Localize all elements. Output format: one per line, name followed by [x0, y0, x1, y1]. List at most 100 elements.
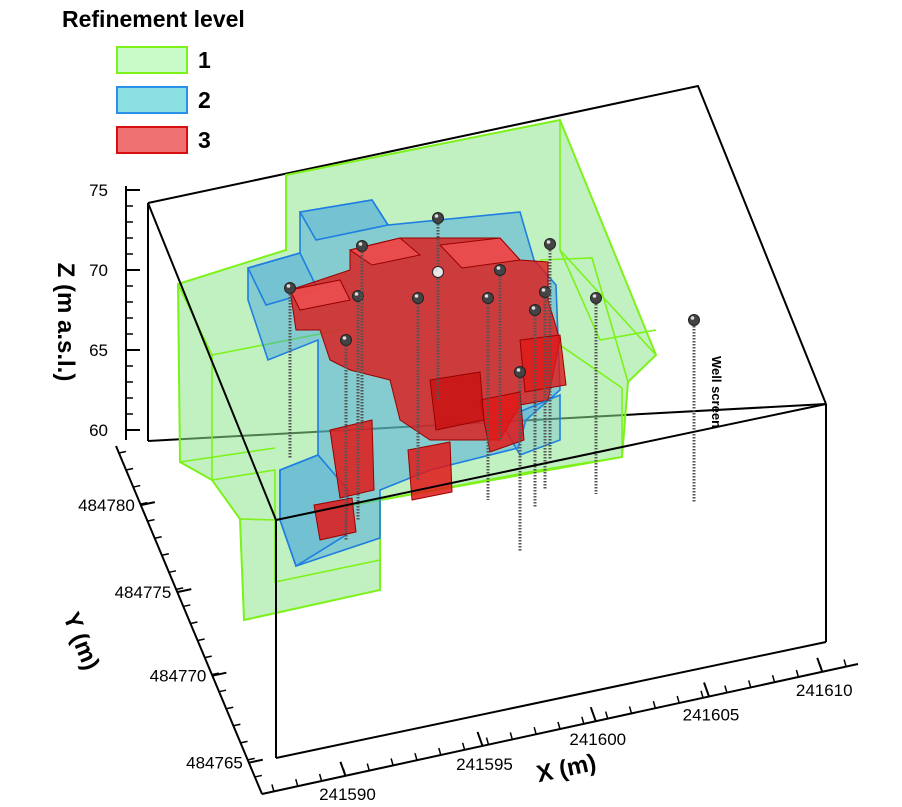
x-axis-title: X (m) — [534, 749, 598, 788]
legend-title: Refinement level — [62, 6, 245, 32]
x-tick-label: 241600 — [569, 730, 626, 749]
level3-cell — [429, 371, 485, 431]
y-minor-tick — [133, 484, 141, 488]
well-head-highlight — [546, 240, 551, 244]
y-major-tick — [212, 671, 227, 677]
y-minor-tick — [211, 672, 220, 676]
x-tick-label: 241610 — [796, 681, 853, 700]
y-minor-tick — [140, 501, 148, 505]
well-head-marker — [529, 304, 541, 316]
y-minor-tick — [168, 570, 177, 574]
well-head-marker — [514, 366, 526, 378]
y-tick-label: 484780 — [78, 496, 135, 515]
x-minor-tick — [295, 778, 299, 787]
legend-swatch-level-3 — [116, 126, 188, 154]
x-major-tick — [703, 682, 710, 697]
well-head-highlight — [358, 242, 363, 246]
level3-core — [289, 237, 561, 441]
well-head-marker — [284, 282, 296, 294]
refinement-level-3-region — [289, 237, 567, 541]
level3-cell-top — [289, 279, 351, 311]
legend-swatch-level-1 — [116, 46, 188, 74]
x-minor-tick — [819, 664, 823, 673]
x-minor-tick — [843, 659, 847, 667]
well-head-marker — [432, 212, 444, 224]
x-major-tick — [476, 731, 484, 747]
x-minor-tick — [795, 669, 800, 678]
y-minor-tick — [218, 689, 227, 693]
well-head-highlight — [414, 294, 419, 298]
z-tick-label: 60 — [89, 421, 108, 440]
x-minor-tick — [390, 758, 394, 766]
y-tick-label: 484775 — [115, 583, 172, 602]
well-head-highlight — [531, 306, 536, 310]
level3-cell — [519, 334, 567, 393]
level1-edge — [559, 249, 657, 341]
z-axis-title: Z (m a.s.l.) — [52, 263, 79, 382]
x-minor-tick — [771, 674, 776, 683]
x-minor-tick — [318, 773, 323, 782]
y-minor-tick — [118, 450, 127, 454]
y-minor-tick — [254, 774, 263, 778]
legend-swatch-level-2 — [116, 86, 188, 114]
y-minor-tick — [197, 638, 205, 642]
well-head-highlight — [592, 294, 597, 298]
well-head-marker — [544, 238, 556, 250]
x-minor-tick — [485, 737, 490, 745]
well-head-marker — [482, 292, 494, 304]
y-minor-tick — [233, 723, 241, 727]
well-head-marker — [356, 240, 368, 252]
well-head-marker — [432, 266, 444, 278]
x-major-tick — [589, 706, 597, 722]
y-minor-tick — [175, 587, 184, 591]
x-tick-label: 241605 — [683, 706, 740, 725]
x-minor-tick — [271, 784, 275, 792]
level1-edge — [179, 447, 276, 463]
box-front-left-top-edge — [147, 202, 277, 521]
level1-edge — [211, 329, 341, 356]
x-minor-tick — [604, 711, 609, 719]
bounding-box-front — [147, 202, 827, 759]
x-minor-tick — [533, 726, 537, 735]
level3-cell-top — [348, 237, 422, 266]
z-tick-label: 70 — [89, 261, 108, 280]
well-head-marker — [590, 292, 602, 304]
legend-item-level-1: 1 — [116, 46, 416, 80]
y-minor-tick — [240, 740, 248, 744]
x-minor-tick — [747, 680, 752, 688]
well-head-highlight — [690, 316, 695, 320]
level1-edge — [559, 344, 623, 457]
level1-edge — [239, 518, 276, 621]
y-minor-tick — [190, 621, 198, 625]
x-minor-tick — [366, 763, 371, 771]
x-minor-tick — [342, 768, 347, 777]
z-tick-label: 65 — [89, 341, 108, 360]
well-head-highlight — [484, 294, 489, 298]
y-minor-tick — [204, 655, 212, 659]
y-minor-tick — [125, 467, 134, 471]
well-head-highlight — [286, 284, 291, 288]
well-head-highlight — [342, 336, 347, 340]
y-minor-tick — [226, 706, 234, 710]
y-minor-tick — [147, 518, 155, 522]
well-head-highlight — [354, 292, 359, 296]
x-minor-tick — [581, 716, 585, 725]
legend-label-level-2: 2 — [198, 87, 211, 113]
box-front-top-edge — [275, 403, 827, 521]
legend-label-level-1: 1 — [198, 47, 211, 73]
x-minor-tick — [676, 695, 680, 704]
well-head-highlight — [434, 214, 439, 218]
y-major-tick — [248, 758, 264, 764]
y-minor-tick — [161, 553, 170, 557]
x-minor-tick — [700, 690, 704, 699]
level1-edge — [539, 257, 629, 383]
level3-cell — [479, 391, 525, 453]
y-axis-line — [115, 445, 263, 795]
x-tick-label: 241590 — [319, 785, 376, 802]
